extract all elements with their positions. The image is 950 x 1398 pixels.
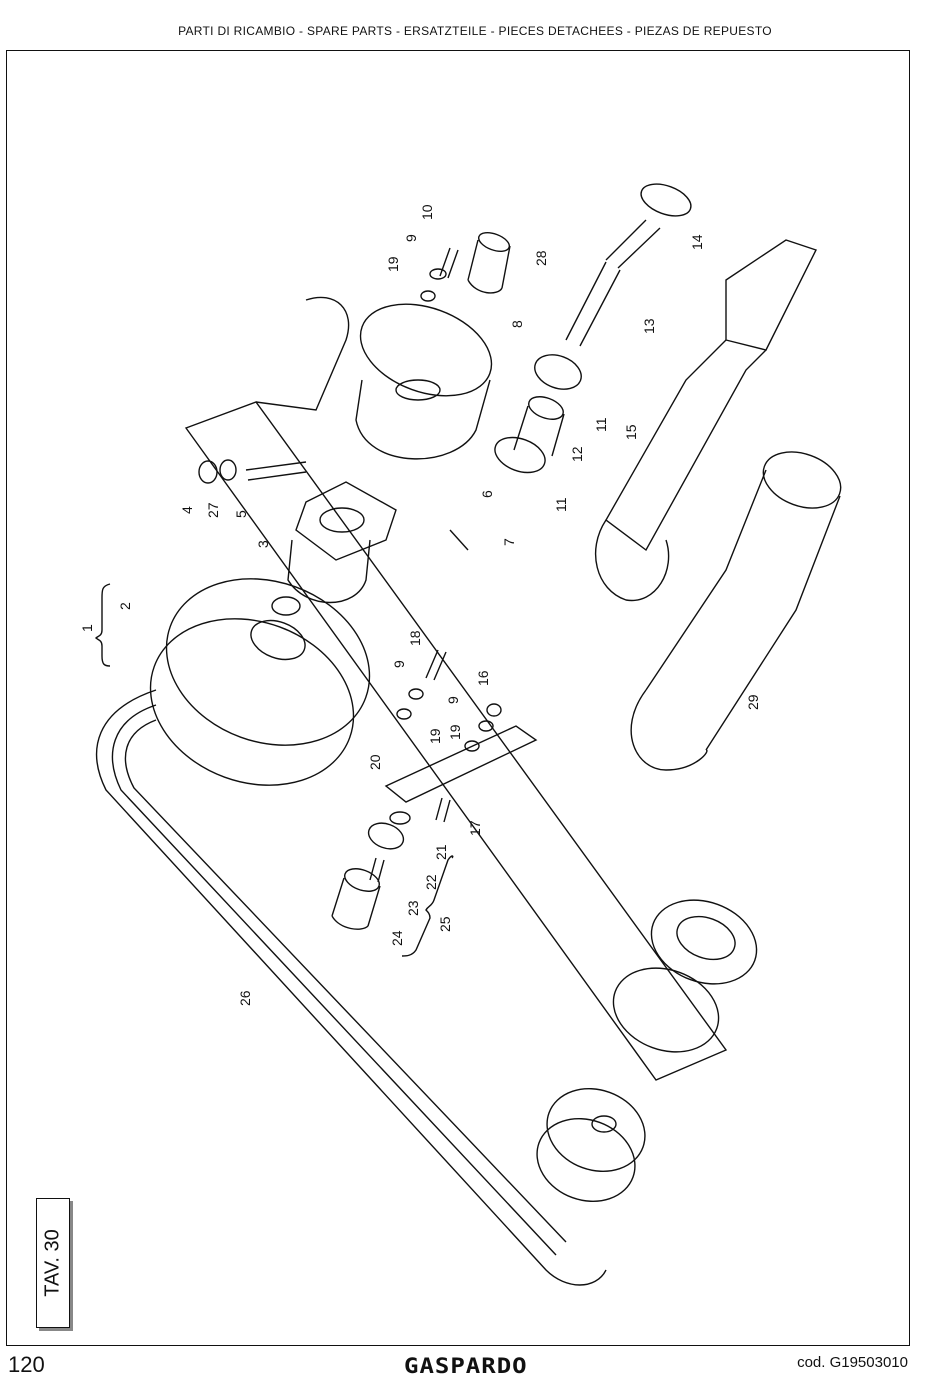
callout-24: 24 [389, 930, 405, 946]
callout-22: 22 [423, 874, 439, 890]
callout-19c: 19 [447, 724, 463, 740]
callout-27: 27 [205, 502, 221, 518]
bushing-part-12 [514, 392, 566, 456]
callout-10: 10 [419, 204, 435, 220]
table-label: TAV. 30 [42, 1229, 65, 1296]
table-label-box: TAV. 30 [36, 1198, 70, 1328]
callout-25: 25 [437, 916, 453, 932]
callout-8: 8 [509, 320, 525, 328]
page-number: 120 [8, 1352, 45, 1378]
nut-part-9-lower [409, 689, 423, 699]
callout-1: 1 [79, 624, 95, 632]
callout-12: 12 [569, 446, 585, 462]
callout-17: 17 [467, 820, 483, 836]
callout-4: 4 [179, 506, 195, 514]
nut-part-16 [487, 704, 501, 716]
tube-part-29 [631, 442, 848, 770]
screw-part-18 [426, 650, 446, 680]
callout-23: 23 [405, 900, 421, 916]
frame-top [256, 297, 349, 410]
callout-2: 2 [117, 602, 133, 610]
bolt-part-5 [246, 462, 306, 480]
callout-21: 21 [433, 844, 449, 860]
nut-part-19-lower [397, 709, 411, 719]
housing-part-3 [288, 482, 396, 603]
callout-9b: 9 [391, 660, 407, 668]
callout-7: 7 [501, 538, 517, 546]
bearing-part-11-top [530, 349, 586, 395]
callout-9a: 9 [403, 234, 419, 242]
pulley-bottom [525, 1075, 656, 1214]
callout-26: 26 [237, 990, 253, 1006]
callout-15: 15 [623, 424, 639, 440]
callout-13: 13 [641, 318, 657, 334]
callout-20: 20 [367, 754, 383, 770]
callout-5: 5 [233, 510, 249, 518]
exploded-view-drawing: 1 2 3 4 5 6 7 8 9 9 9 10 11 11 12 13 14 … [6, 50, 910, 1346]
pin-part-7 [450, 530, 468, 550]
callout-9c: 9 [445, 696, 461, 704]
document-code: cod. G19503010 [797, 1354, 908, 1371]
sleeve-part-28 [468, 229, 512, 293]
brand-logo: GASPARDO [404, 1353, 528, 1378]
callout-29: 29 [745, 694, 761, 710]
pulley-part-1 [127, 551, 393, 812]
callout-11a: 11 [593, 417, 609, 432]
bolt-part-10 [440, 248, 458, 278]
washer-part-21 [390, 812, 410, 824]
callout-14: 14 [689, 234, 705, 250]
bearing-part-11-bottom [490, 431, 550, 479]
washer-part-9 [430, 269, 446, 279]
gear-part-24 [332, 864, 382, 929]
callout-28: 28 [533, 250, 549, 266]
nut-part-19 [421, 291, 435, 301]
screw-part-17 [436, 798, 450, 822]
frame-beam [186, 402, 726, 1080]
callout-16: 16 [475, 670, 491, 686]
callout-18: 18 [407, 630, 423, 646]
bracket-1 [96, 584, 110, 666]
callout-11b: 11 [553, 497, 569, 512]
nut-part-4 [199, 461, 217, 483]
callout-3: 3 [255, 540, 271, 548]
shaft-part-13 [566, 178, 695, 346]
callout-6: 6 [479, 490, 495, 498]
page-header: PARTI DI RICAMBIO - SPARE PARTS - ERSATZ… [0, 24, 950, 38]
bowl-part-8 [348, 287, 505, 459]
cardan-shaft-part-15 [596, 240, 816, 600]
callout-19b: 19 [427, 728, 443, 744]
washer-part-27 [220, 460, 236, 480]
callout-19a: 19 [385, 256, 401, 272]
